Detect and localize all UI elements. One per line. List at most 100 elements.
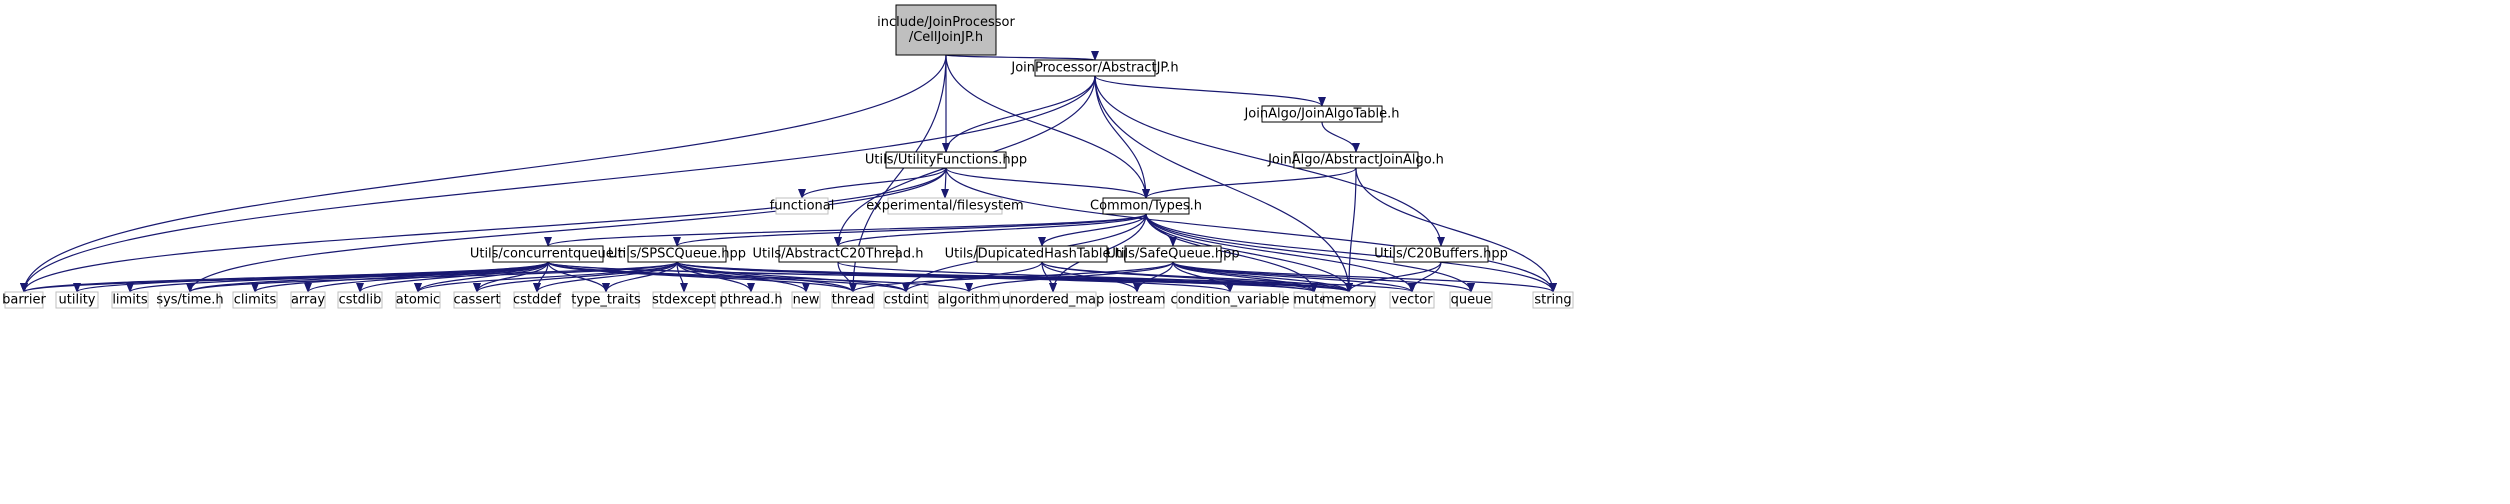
node-box-stdexcept [652,291,716,309]
node-box-systime [159,291,221,309]
node-label-climits-0: climits [234,293,277,308]
node-label-algorithm-0: algorithm [938,293,1001,308]
node-utilfn[interactable]: Utils/UtilityFunctions.hpp [865,151,1027,169]
node-label-types-0: Common/Types.h [1090,199,1202,214]
node-label-condvar-0: condition_variable [1170,293,1289,308]
node-types[interactable]: Common/Types.h [1090,197,1202,215]
node-box-functional [775,197,829,215]
node-label-root-0: include/JoinProcessor [877,15,1015,30]
node-barrier: barrier [2,291,46,309]
edge-types-to-queue [1145,213,1475,293]
node-cstdlib: cstdlib [337,291,383,309]
node-label-functional-0: functional [770,199,835,214]
node-stdexcept: stdexcept [652,291,716,309]
node-umap: unordered_map [1002,291,1104,309]
edge-spsc-to-cassert [473,261,678,293]
node-label-thread-0: thread [832,293,875,308]
node-queue: queue [1449,291,1493,309]
node-label-abstractjoinalgo-0: JoinAlgo/AbstractJoinAlgo.h [1267,153,1444,168]
edge-root-to-barrier [20,54,947,293]
node-climits: climits [232,291,278,309]
edge-spsc-to-systime [186,261,678,293]
edge-safeq-to-condvar [1172,261,1234,293]
node-root[interactable]: include/JoinProcessor/CellJoinJP.h [877,4,1016,56]
edge-safeq-to-iostream [1133,261,1174,293]
node-label-cq-0: Utils/concurrentqueue.h [470,247,626,262]
node-label-memory-0: memory [1322,293,1377,308]
edge-utilfn-to-barrier [20,167,947,293]
edge-types-to-spsc [673,213,1147,247]
edge-root-to-types [945,54,1150,199]
node-label-atomic-0: atomic [396,293,440,308]
edge-types-to-c20thread [834,213,1147,247]
node-label-utilfn-0: Utils/UtilityFunctions.hpp [865,153,1027,168]
node-joinalgotable[interactable]: JoinAlgo/JoinAlgoTable.h [1243,105,1400,123]
edge-dht-to-memory [1041,261,1353,293]
node-utility: utility [55,291,99,309]
edge-root-to-abstractjp [945,50,1099,61]
node-expfs: experimental/filesystem [866,197,1024,215]
edge-safeq-to-algorithm [965,261,1174,293]
edge-types-to-string [1145,213,1557,293]
node-box-dht [976,245,1108,263]
node-c20thread[interactable]: Utils/AbstractC20Thread.h [752,245,924,263]
node-label-string-0: string [1534,293,1571,308]
node-box-safeq [1124,245,1222,263]
edge-utilfn-to-systime [186,167,947,293]
node-memory: memory [1322,291,1377,309]
edge-abstractjp-to-barrier [20,75,1096,293]
node-label-typetraits-0: type_traits [571,293,641,308]
node-label-new-0: new [793,293,820,308]
node-cstdint: cstdint [883,291,929,309]
node-pthread: pthread.h [719,291,783,309]
node-box-cassert [453,291,501,309]
node-abstractjoinalgo[interactable]: JoinAlgo/AbstractJoinAlgo.h [1267,151,1444,169]
node-c20buf[interactable]: Utils/C20Buffers.hpp [1374,245,1508,263]
node-box-queue [1449,291,1493,309]
node-label-array-0: array [291,293,325,308]
node-label-cstdint-0: cstdint [884,293,928,308]
edge-abstractjoinalgo-to-memory [1345,167,1357,293]
node-box-c20thread [778,245,898,263]
node-new: new [791,291,821,309]
node-box-condvar [1176,291,1284,309]
node-label-safeq-0: Utils/SafeQueue.hpp [1106,247,1239,262]
edge-dht-to-umap [1041,261,1057,293]
node-functional: functional [770,197,835,215]
node-abstractjp[interactable]: JoinProcessor/AbstractJP.h [1010,59,1179,77]
node-box-barrier [4,291,44,309]
edge-abstractjoinalgo-to-string [1355,167,1557,293]
node-label-cstddef-0: cstddef [513,293,562,308]
node-cq[interactable]: Utils/concurrentqueue.h [470,245,626,263]
edge-layer [20,50,1557,293]
node-box-array [290,291,326,309]
node-safeq[interactable]: Utils/SafeQueue.hpp [1106,245,1240,263]
edge-types-to-cq [544,213,1147,247]
node-box-utilfn [885,151,1007,169]
node-box-cstdlib [337,291,383,309]
node-label-systime-0: sys/time.h [156,293,223,308]
node-layer: include/JoinProcessor/CellJoinJP.hJoinPr… [2,4,1574,309]
edge-spsc-to-barrier [20,261,678,293]
edge-spsc-to-atomic [414,261,678,293]
edge-cq-to-barrier [20,261,549,293]
edge-utilfn-to-functional [798,167,947,199]
edge-safeq-to-memory [1172,261,1353,293]
node-box-vector [1389,291,1435,309]
edge-spsc-to-vector [676,261,1416,293]
node-limits: limits [111,291,149,309]
edge-spsc-to-cstdint [676,261,910,293]
edge-joinalgotable-to-abstractjoinalgo [1321,121,1360,153]
node-spsc[interactable]: Utils/SPSCQueue.hpp [608,245,746,263]
edge-c20buf-to-vector [1408,261,1442,293]
node-box-joinalgotable [1261,105,1383,123]
node-label-iostream-0: iostream [1108,293,1165,308]
node-cassert: cassert [453,291,501,309]
node-systime: sys/time.h [156,291,224,309]
node-label-limits-0: limits [112,293,148,308]
node-dht[interactable]: Utils/DupicatedHashTable.hpp [945,245,1140,263]
node-label-queue-0: queue [1451,293,1492,308]
node-array: array [290,291,326,309]
node-label-expfs-0: experimental/filesystem [866,199,1023,214]
